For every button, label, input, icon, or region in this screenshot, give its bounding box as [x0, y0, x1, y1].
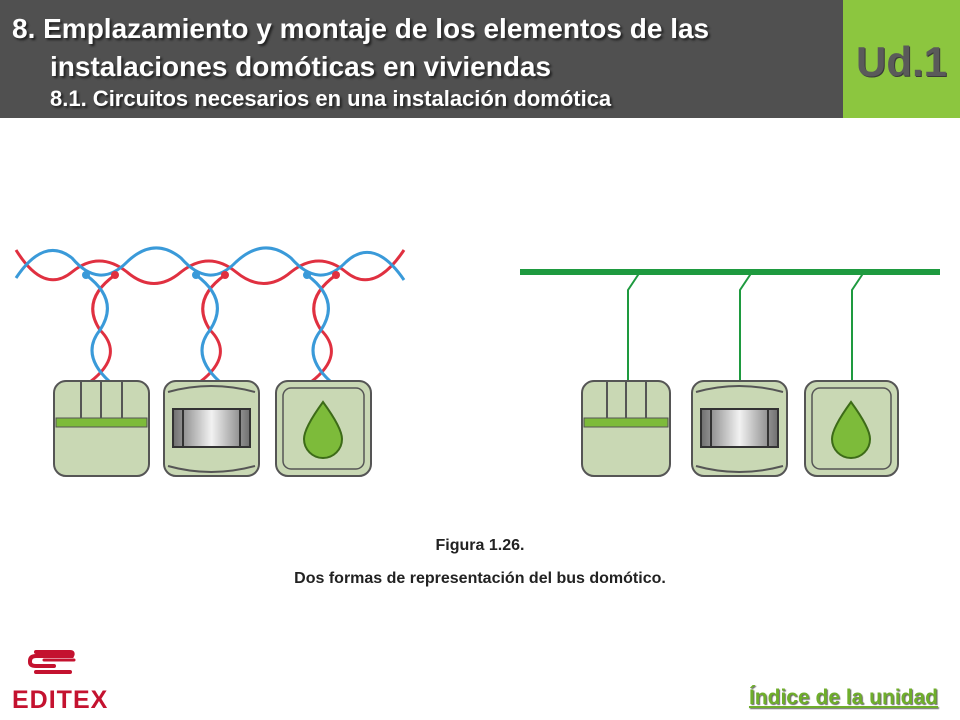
blue-wire-horizontal: [14, 246, 406, 281]
figure-caption-number: Figura 1.26.: [435, 537, 525, 554]
unit-badge: Ud.1: [843, 0, 960, 118]
bus-diagram: [14, 246, 940, 477]
red-wire-horizontal: [14, 249, 406, 285]
header-bar: 8. Emplazamiento y montaje de los elemen…: [0, 0, 843, 118]
water-sensor-device-left: [275, 380, 372, 477]
motion-sensor-device-left: [163, 380, 260, 477]
pushbutton-device-right: [581, 380, 671, 477]
water-drop-icon: [830, 400, 872, 459]
title-line-1: 8. Emplazamiento y montaje de los elemen…: [12, 13, 710, 44]
unit-label: Ud.1: [855, 38, 947, 85]
index-link[interactable]: Índice de la unidad: [748, 686, 938, 709]
twisted-pair-representation: [14, 246, 406, 477]
editex-logo-icon: [28, 650, 76, 674]
figure-caption-text: Dos formas de representación del bus dom…: [294, 570, 666, 587]
water-drop-icon: [302, 400, 344, 459]
drop-2: [192, 271, 229, 384]
motion-sensor-device-right: [691, 380, 788, 477]
single-line-bus-representation: [520, 269, 940, 477]
pushbutton-device-left: [53, 380, 150, 477]
drop-1: [82, 271, 119, 384]
water-sensor-device-right: [804, 380, 899, 477]
page-subtitle: 8.1. Circuitos necesarios en una instala…: [50, 86, 612, 111]
brand-name: EDITEX: [12, 686, 109, 714]
title-line-2: instalaciones domóticas en viviendas: [50, 51, 552, 82]
page-title: 8. Emplazamiento y montaje de los elemen…: [12, 10, 709, 86]
drop-3: [303, 271, 340, 384]
